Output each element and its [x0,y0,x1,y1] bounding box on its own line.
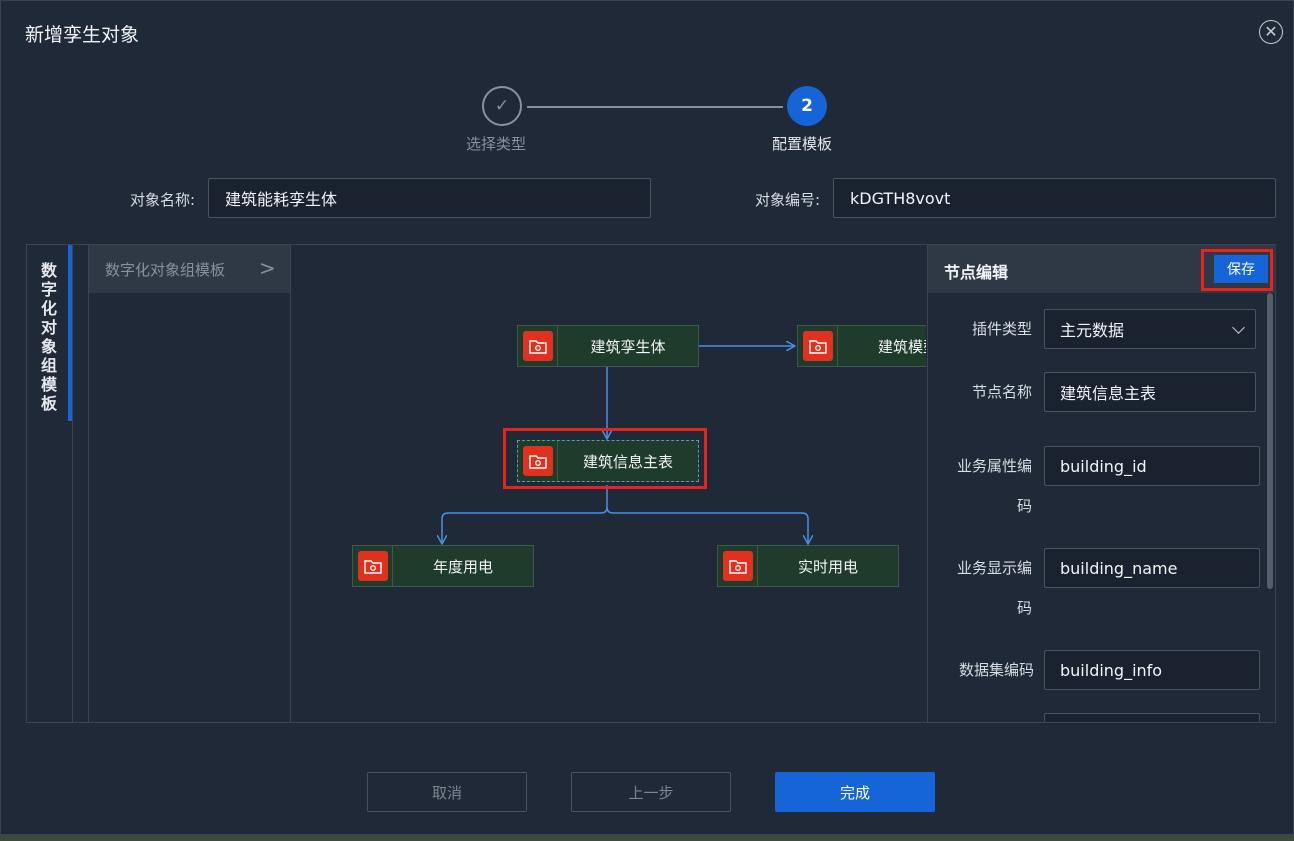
business-display-code-input[interactable]: building_name [1044,548,1260,588]
cancel-button[interactable]: 取消 [367,772,527,812]
template-list-header-label: 数字化对象组模板 [105,261,226,279]
node-label: 建筑信息主表 [582,452,673,471]
node-icon-cell [518,441,558,481]
step-1-label: 选择类型 [466,135,527,153]
node-label: 建筑孪生体 [590,337,666,356]
plugin-type-value: 主元数据 [1060,321,1125,340]
node-label: 年度用电 [432,557,493,576]
node-name-value: 建筑信息主表 [1060,384,1157,403]
folder-icon [357,551,388,581]
vertical-tab-active-indicator [68,245,72,421]
business-attr-code-input[interactable]: building_id [1044,446,1260,486]
step-2-indicator: 2 [787,86,827,126]
close-icon[interactable]: ✕ [1259,20,1283,44]
node-editor-panel: 节点编辑 保存 插件类型 主元数据 节点名称 建筑信息主表 业务属性编码 bui… [927,245,1276,722]
node-editor-header: 节点编辑 保存 [928,245,1276,293]
graph-node-building-model[interactable]: 建筑模型 [797,325,926,367]
chevron-down-icon [1232,321,1245,334]
vertical-tab-label: 数字化对象组模板 [40,261,57,413]
node-name-label: 节点名称 [971,383,1032,401]
template-list-header[interactable]: 数字化对象组模板 > [89,245,290,293]
folder-icon [522,331,553,361]
graph-node-annual-power[interactable]: 年度用电 [352,545,534,587]
save-button-highlight [1201,249,1273,291]
node-label: 建筑模型 [877,337,926,356]
step-2-number: 2 [801,96,813,116]
plugin-type-label: 插件类型 [971,320,1032,338]
save-button[interactable]: 保存 [1214,255,1268,283]
business-attr-code-label: 业务属性编码 [956,457,1032,515]
business-display-code-label: 业务显示编码 [956,559,1032,617]
node-name-input[interactable]: 建筑信息主表 [1044,372,1256,412]
dataset-code-value: building_info [1060,660,1163,680]
object-name-value: 建筑能耗孪生体 [225,190,338,209]
graph-node-building-info-main[interactable]: 建筑信息主表 [517,440,699,482]
step-2-label: 配置模板 [772,135,833,153]
edge-info-to-realtime [606,506,808,543]
node-editor-scrollbar[interactable] [1267,293,1273,589]
step-1-check-icon: ✓ [482,86,522,126]
selected-node-highlight [503,428,707,489]
finish-button[interactable]: 完成 [775,772,935,812]
graph-node-building-twin[interactable]: 建筑孪生体 [517,325,699,367]
close-glyph: ✕ [1264,22,1278,41]
dataset-code-label: 数据集编码 [958,661,1034,679]
node-icon-cell [718,546,758,586]
step-1-mark: ✓ [494,96,510,116]
node-icon-cell [353,546,393,586]
node-icon-cell [798,326,838,366]
business-display-code-value: building_name [1060,558,1178,578]
background-strip [0,833,1294,841]
dialog-title: 新增孪生对象 [25,24,140,46]
folder-icon [522,446,553,476]
object-name-input[interactable]: 建筑能耗孪生体 [208,178,651,218]
folder-icon [802,331,833,361]
object-name-label: 对象名称: [130,191,196,209]
graph-canvas[interactable]: 建筑孪生体 建筑模型 建筑信息主表 年度用电 实时用电 [292,245,926,722]
object-code-input[interactable]: kDGTH8vovt [833,178,1276,218]
next-field-input-partial[interactable] [1044,713,1260,722]
node-label: 实时用电 [797,557,858,576]
graph-connectors [292,245,926,722]
folder-icon [722,551,753,581]
template-list-column: 数字化对象组模板 > [88,245,291,722]
edge-info-to-annual [442,485,608,543]
stepper-connector [527,106,783,108]
node-editor-title: 节点编辑 [944,263,1009,282]
object-code-value: kDGTH8vovt [850,188,951,208]
node-icon-cell [518,326,558,366]
template-config-area: 数字化对象组模板 数字化对象组模板 > [26,244,1276,723]
object-code-label: 对象编号: [755,191,821,209]
vertical-tab-digital-object-template[interactable]: 数字化对象组模板 [27,245,73,722]
graph-node-realtime-power[interactable]: 实时用电 [717,545,899,587]
plugin-type-select[interactable]: 主元数据 [1044,309,1256,349]
dataset-code-input[interactable]: building_info [1044,650,1260,690]
previous-step-button[interactable]: 上一步 [571,772,731,812]
chevron-right-icon: > [259,256,276,280]
business-attr-code-value: building_id [1060,456,1147,476]
